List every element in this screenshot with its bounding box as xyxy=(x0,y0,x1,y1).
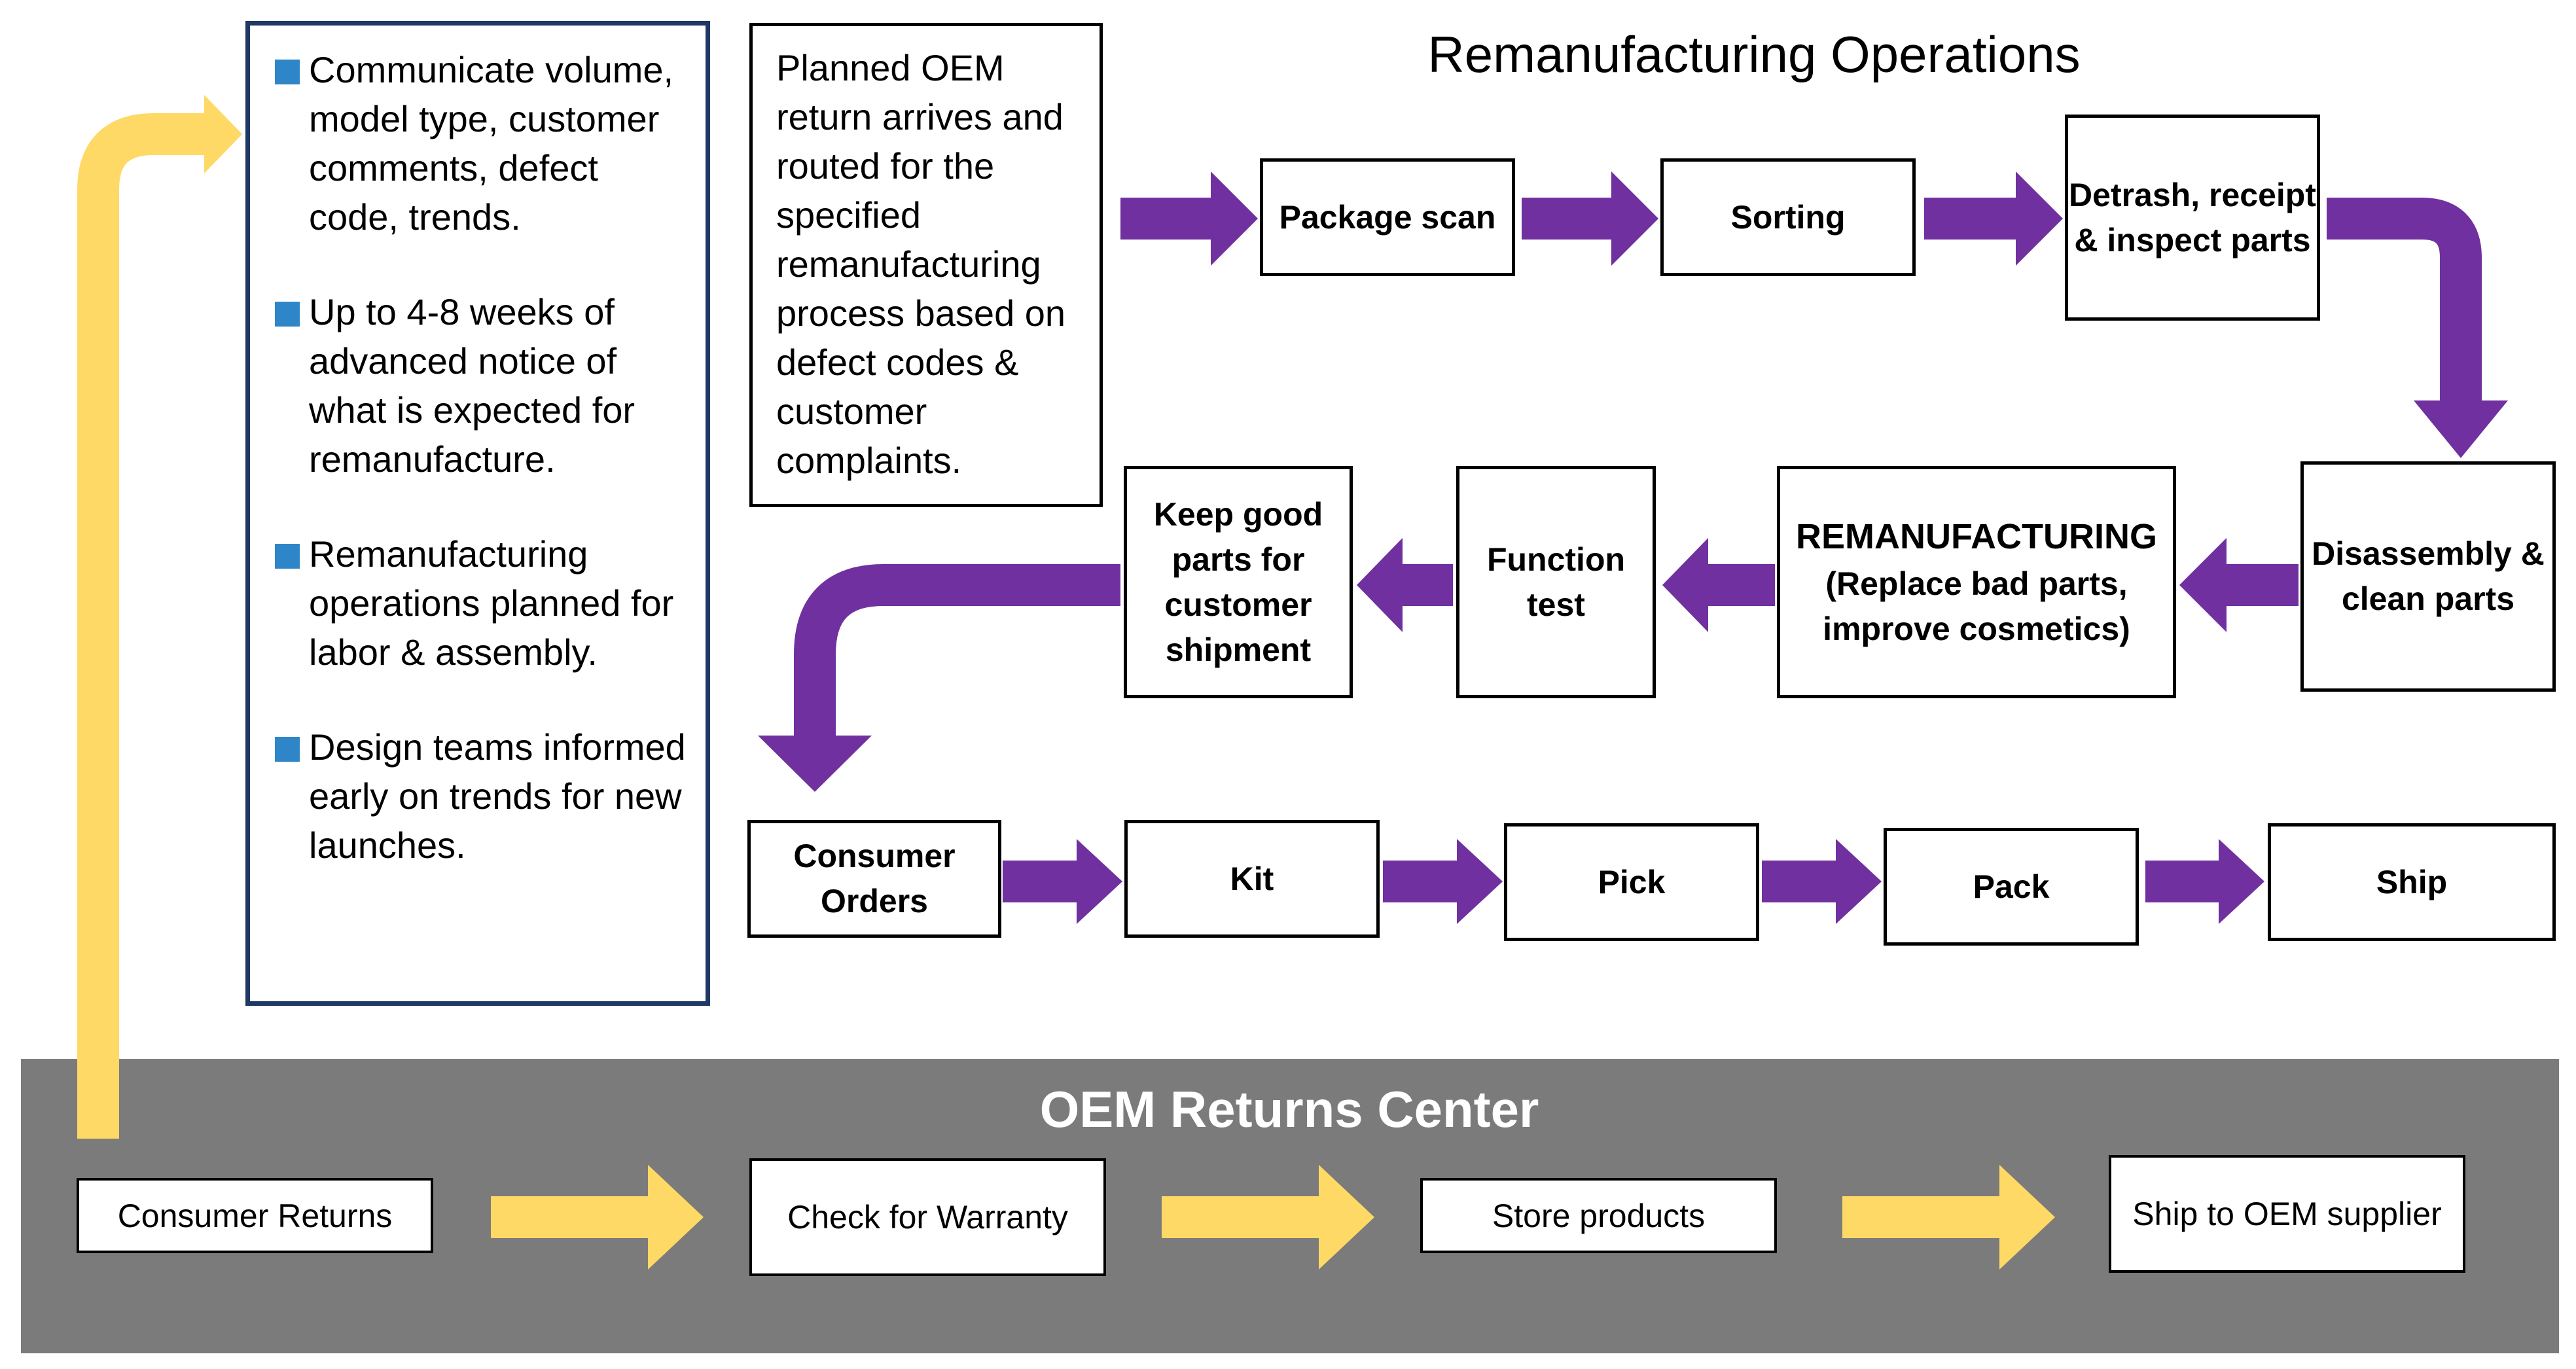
bullet-item: Communicate volume, model type, customer… xyxy=(275,45,692,241)
ship-label: Ship xyxy=(2376,863,2448,900)
ship-to-oem-label: Ship to OEM supplier xyxy=(2132,1196,2442,1232)
ship-box: Ship xyxy=(2268,823,2556,941)
planned-return-box: Planned OEM return arrives and routed fo… xyxy=(749,23,1103,507)
arrow-package-to-sorting xyxy=(1522,171,1658,266)
arrow-warranty-to-store xyxy=(1162,1165,1374,1270)
arrow-orders-to-kit xyxy=(1003,839,1122,924)
package-scan-label: Package scan xyxy=(1279,198,1496,236)
remanufacturing-subtitle: (Replace bad parts, improve cosmetics) xyxy=(1823,565,2130,647)
arrow-pick-to-pack xyxy=(1762,839,1882,924)
arrow-kit-to-pick xyxy=(1383,839,1503,924)
check-warranty-box: Check for Warranty xyxy=(749,1158,1106,1276)
bullet-item: Up to 4-8 weeks of advanced notice of wh… xyxy=(275,287,692,484)
store-products-box: Store products xyxy=(1420,1178,1777,1253)
sorting-label: Sorting xyxy=(1730,198,1846,236)
bullet-text: Design teams informed early on trends fo… xyxy=(309,726,686,866)
sorting-box: Sorting xyxy=(1660,158,1916,276)
arrow-returns-to-warranty xyxy=(491,1165,704,1270)
info-sidebar: Communicate volume, model type, customer… xyxy=(245,21,710,1006)
bullet-square-icon xyxy=(275,302,300,327)
diagram-title: Remanufacturing Operations xyxy=(1427,26,2081,83)
function-test-label: Function test xyxy=(1486,541,1626,623)
pack-box: Pack xyxy=(1884,828,2139,946)
arrow-detrash-to-disassembly xyxy=(2327,198,2482,402)
detrash-label: Detrash, receipt & inspect parts xyxy=(2069,176,2316,258)
disassembly-box: Disassembly & clean parts xyxy=(2300,461,2556,692)
ship-to-oem-box: Ship to OEM supplier xyxy=(2109,1155,2465,1273)
package-scan-box: Package scan xyxy=(1260,158,1515,276)
keep-good-parts-label: Keep good parts for customer shipment xyxy=(1153,495,1323,668)
pick-label: Pick xyxy=(1598,863,1666,900)
arrow-function-to-keep xyxy=(1357,538,1453,632)
bullet-text: Up to 4-8 weeks of advanced notice of wh… xyxy=(309,291,635,480)
remanufacturing-title: REMANUFACTURING xyxy=(1796,517,2157,557)
check-warranty-label: Check for Warranty xyxy=(787,1199,1068,1236)
arrow-reman-to-function xyxy=(1662,538,1775,632)
arrow-keep-to-orders-head xyxy=(758,736,872,792)
arrow-returns-to-sidebar xyxy=(77,113,208,1139)
keep-good-parts-box: Keep good parts for customer shipment xyxy=(1124,466,1353,698)
arrow-planned-to-package xyxy=(1120,171,1258,266)
arrow-disassembly-to-reman xyxy=(2179,538,2299,632)
kit-box: Kit xyxy=(1124,820,1380,938)
store-products-label: Store products xyxy=(1492,1197,1706,1234)
arrow-keep-to-orders xyxy=(794,564,1120,739)
bullet-item: Remanufacturing operations planned for l… xyxy=(275,529,692,677)
arrow-returns-to-sidebar-head xyxy=(204,95,242,173)
disassembly-label: Disassembly & clean parts xyxy=(2312,535,2545,617)
pick-box: Pick xyxy=(1504,823,1759,941)
pack-label: Pack xyxy=(1973,868,2050,905)
arrow-store-to-ship xyxy=(1842,1165,2055,1270)
consumer-returns-box: Consumer Returns xyxy=(77,1178,433,1253)
bullet-square-icon xyxy=(275,544,300,569)
detrash-box: Detrash, receipt & inspect parts xyxy=(2065,115,2320,321)
arrow-detrash-to-disassembly-head xyxy=(2414,400,2508,458)
bullet-text: Remanufacturing operations planned for l… xyxy=(309,533,674,673)
arrow-pack-to-ship xyxy=(2145,839,2264,924)
bullet-square-icon xyxy=(275,737,300,762)
consumer-orders-box: Consumer Orders xyxy=(747,820,1001,938)
arrow-sorting-to-detrash xyxy=(1924,171,2063,266)
kit-label: Kit xyxy=(1230,860,1274,897)
remanufacturing-box: REMANUFACTURING (Replace bad parts, impr… xyxy=(1777,466,2176,698)
function-test-box: Function test xyxy=(1456,466,1656,698)
consumer-orders-label: Consumer Orders xyxy=(793,838,956,919)
bullet-square-icon xyxy=(275,60,300,84)
oem-returns-title: OEM Returns Center xyxy=(1039,1080,1539,1138)
bullet-text: Communicate volume, model type, customer… xyxy=(309,49,674,238)
consumer-returns-label: Consumer Returns xyxy=(117,1197,393,1234)
bullet-item: Design teams informed early on trends fo… xyxy=(275,722,692,870)
